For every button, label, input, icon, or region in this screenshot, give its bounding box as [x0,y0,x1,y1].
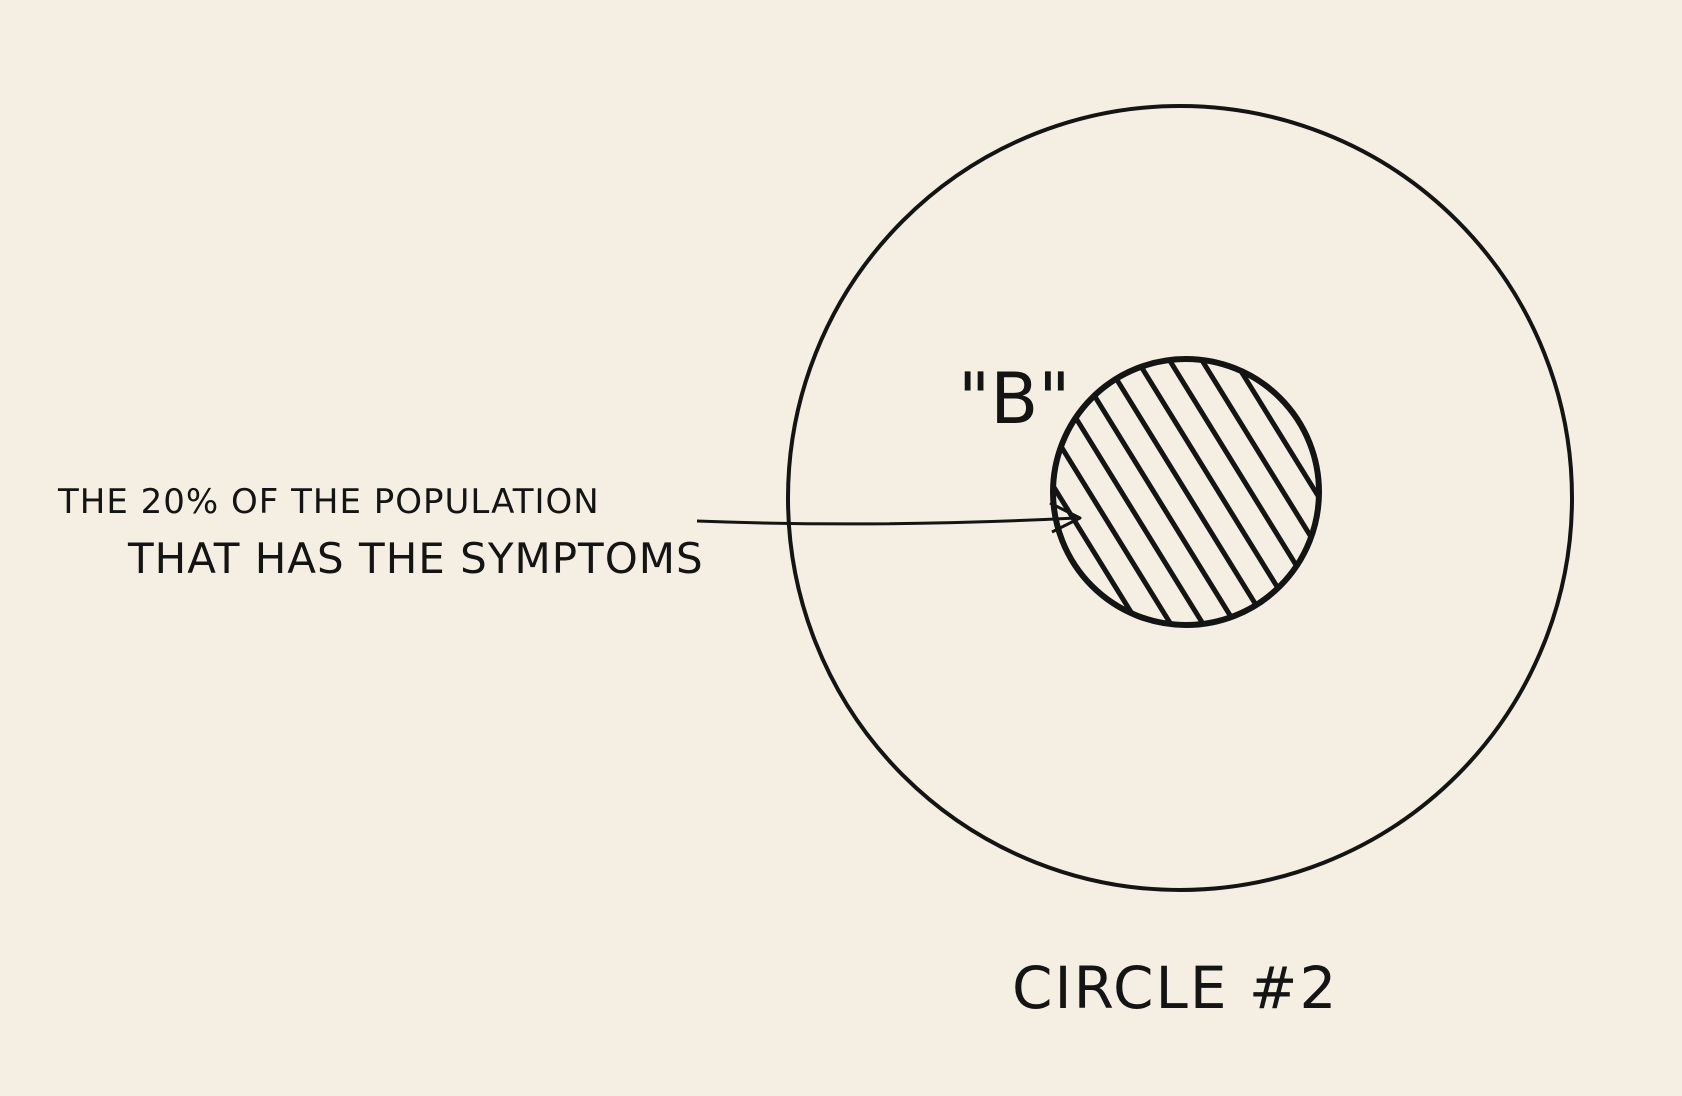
annotation-line-2: THAT HAS THE SYMPTOMS [127,534,704,583]
inner-circle-label: "B" [958,358,1070,440]
outer-circle [786,104,1574,892]
circle-caption: CIRCLE #2 [1012,954,1338,1022]
inner-hatched-circle [1050,356,1322,628]
annotation-line-1: THE 20% OF THE POPULATION [57,482,600,522]
hatch-lines [1053,359,1319,625]
pointer-arrow [696,501,1082,534]
